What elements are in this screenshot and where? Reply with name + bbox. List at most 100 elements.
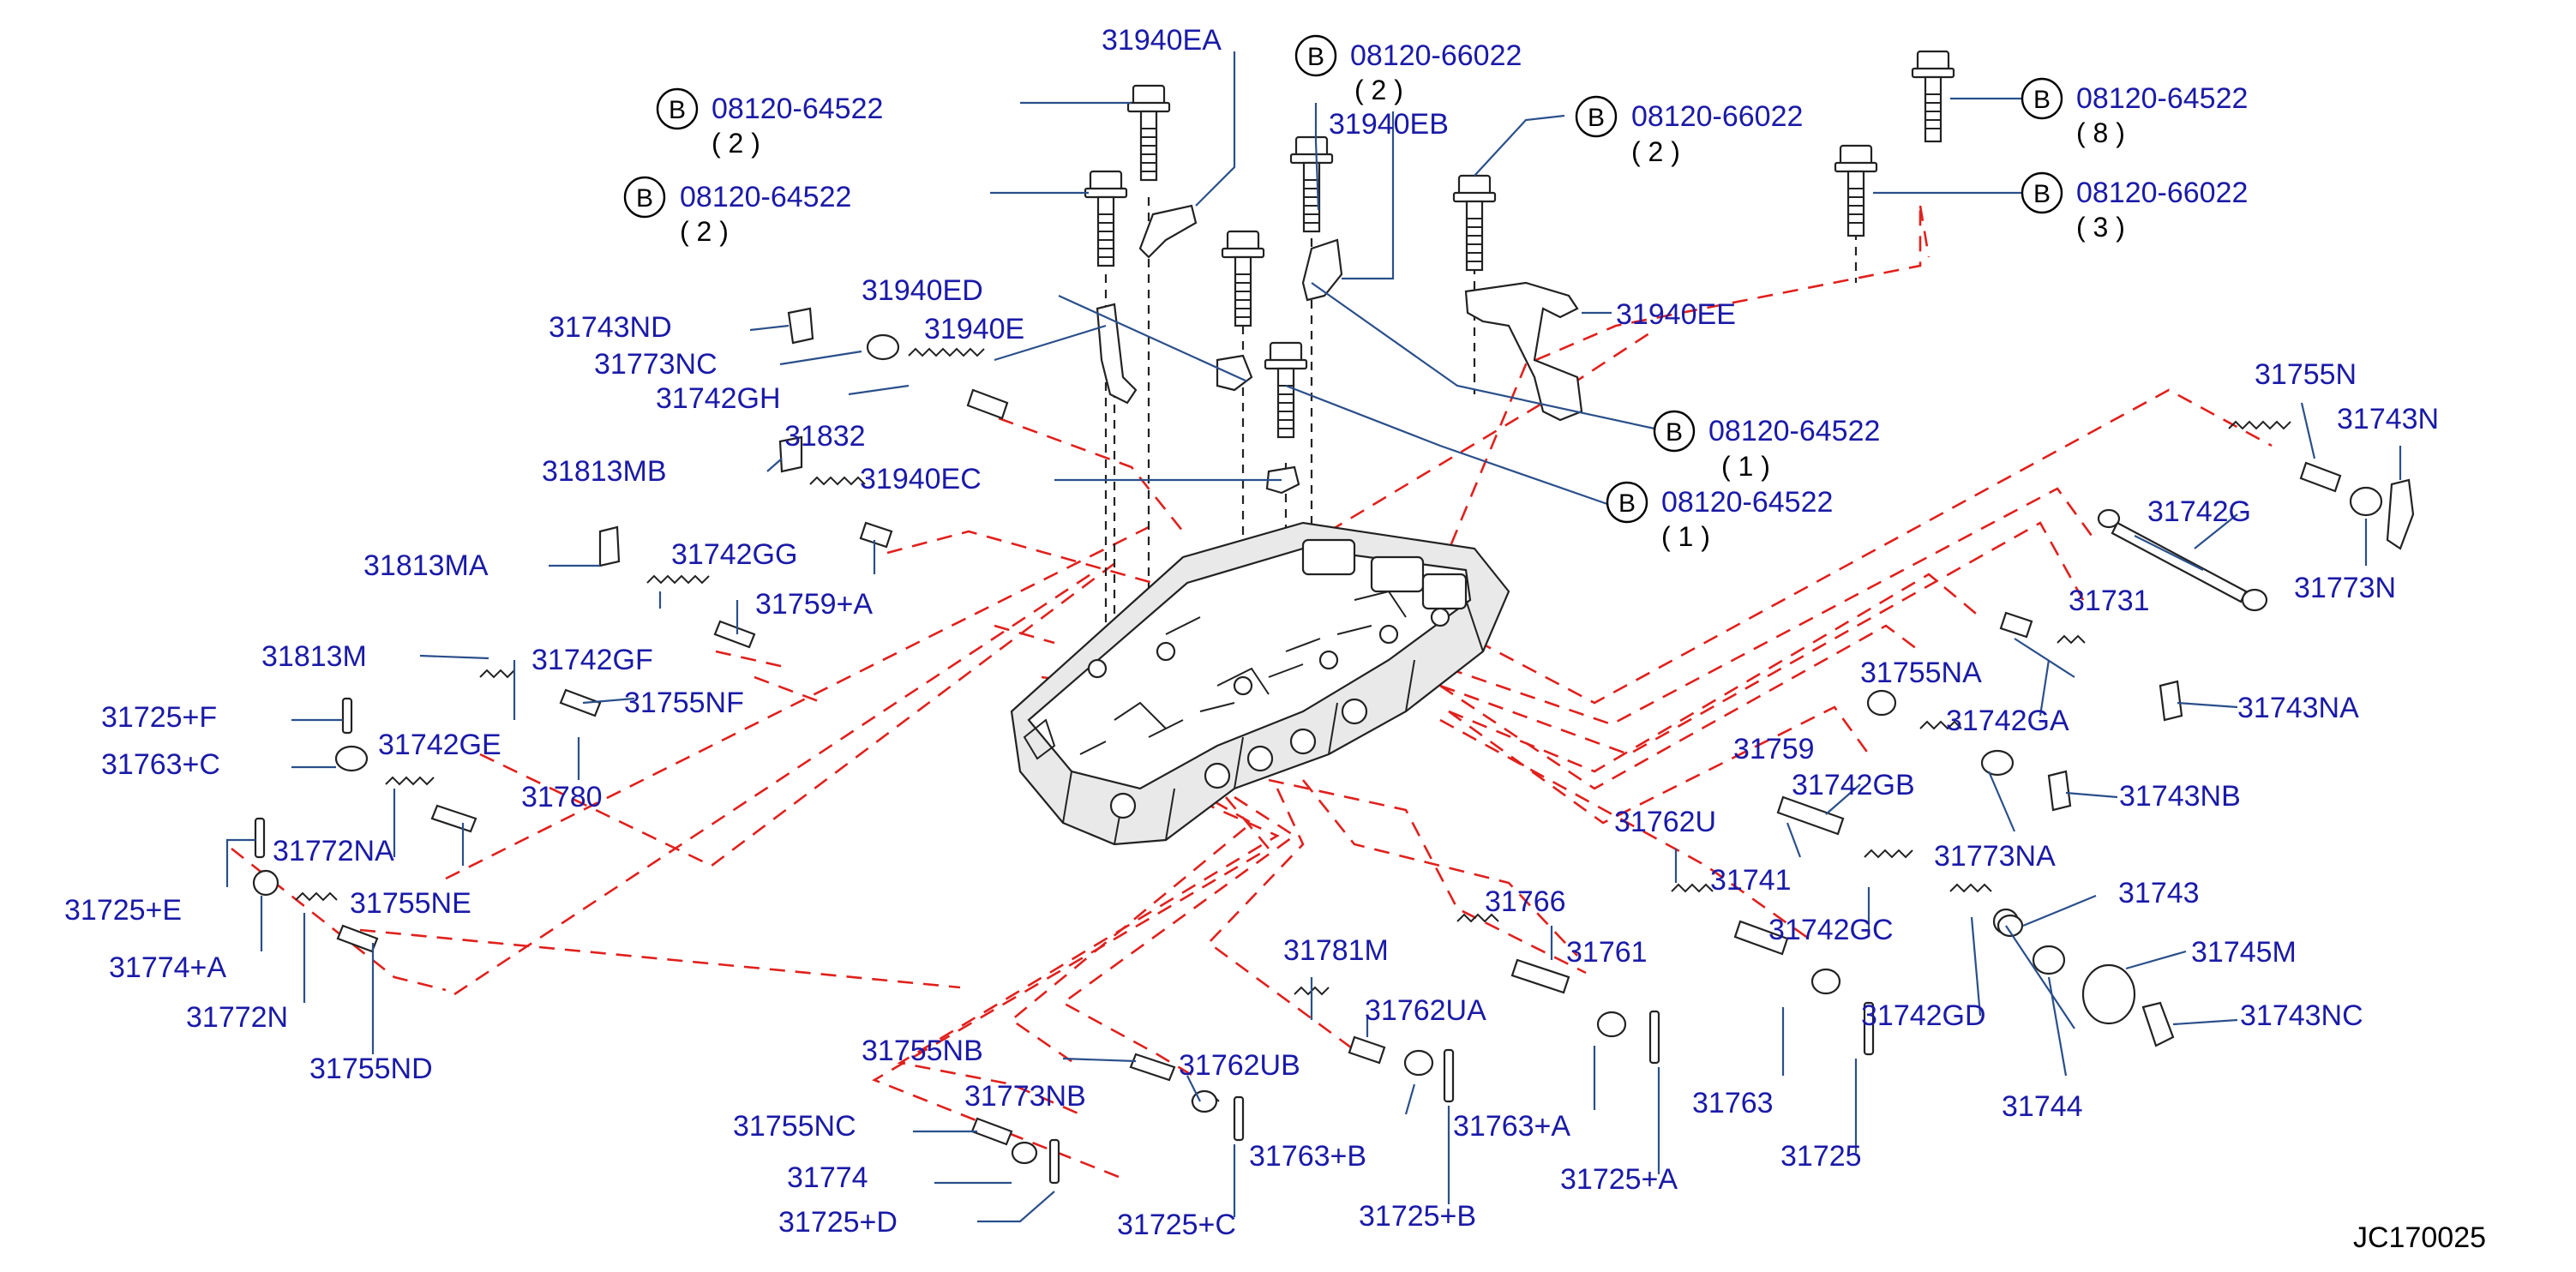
bolt-marker-circle <box>1294 34 1337 77</box>
part-label: 31761 <box>1566 936 1648 969</box>
part-label: 31744 <box>2002 1090 2083 1123</box>
bolt-marker-circle <box>2021 171 2063 214</box>
part-label: 31745M <box>2191 936 2297 969</box>
part-label: 31940ED <box>862 274 983 307</box>
part-label: 31773NB <box>964 1080 1086 1113</box>
part-label: 31755NF <box>624 687 744 719</box>
part-label: 31742GG <box>671 538 797 571</box>
part-label: 31940E <box>924 313 1024 345</box>
bolt-quantity: ( 2 ) <box>1631 136 1680 167</box>
part-label: 31773NC <box>594 348 718 381</box>
part-label: 31742GB <box>1792 769 1915 801</box>
bolt-quantity: ( 2 ) <box>1354 75 1403 105</box>
bolt-marker: B <box>1307 43 1324 71</box>
small-parts <box>252 333 2383 1185</box>
bolt-quantity: ( 2 ) <box>712 128 760 159</box>
part-label: 31725 <box>1780 1140 1862 1173</box>
bolt-icon <box>1452 174 1497 272</box>
part-label: 31742GA <box>1946 705 2069 737</box>
bolt-marker: B <box>2033 86 2051 114</box>
assembly-dashed-lines <box>231 205 2273 1180</box>
bolt-icon <box>1264 341 1308 439</box>
part-label: 31725+E <box>64 894 182 927</box>
part-label: 31763+B <box>1249 1140 1366 1173</box>
part-label: 31773NA <box>1934 840 2056 873</box>
bolt-part-number: 08120-66022 <box>2076 177 2248 209</box>
brackets <box>598 204 2415 1047</box>
bolt-marker-circle <box>1575 95 1618 138</box>
bolt-part-number: 08120-64522 <box>712 93 883 125</box>
control-valve-body <box>1010 521 1510 846</box>
part-label: 31755NB <box>862 1035 983 1067</box>
part-label: 31725+F <box>101 701 217 734</box>
part-label: 31813MA <box>363 549 489 582</box>
part-label: 31742GF <box>531 644 653 676</box>
part-labels: 31940EA 31940EB 31940ED 31940E 31940EE 3… <box>64 24 2439 1241</box>
part-label: 31755ND <box>309 1053 433 1085</box>
bolt-icon <box>1911 50 1955 143</box>
part-label: 31743NC <box>2240 999 2363 1032</box>
part-label: 31763+A <box>1453 1110 1570 1143</box>
bolt-quantity: ( 1 ) <box>1721 451 1770 482</box>
part-label: 31725+B <box>1359 1200 1476 1233</box>
part-label: 31742GE <box>378 729 501 761</box>
bolt-marker: B <box>636 184 653 213</box>
bolt-part-number: 08120-64522 <box>1661 486 1833 519</box>
bolt-part-number: 08120-66022 <box>1350 39 1522 72</box>
part-label: 31762UA <box>1365 994 1486 1027</box>
part-label: 31940EE <box>1616 298 1736 331</box>
part-label: 31772NA <box>273 835 394 867</box>
part-label: 31741 <box>1710 864 1792 897</box>
part-label: 31940EB <box>1329 108 1449 141</box>
bolt-callout: B 08120-64522 ( 1 ) <box>1653 410 1880 482</box>
part-label: 31772N <box>186 1001 288 1034</box>
part-label: 31762UB <box>1179 1049 1300 1082</box>
part-label: 31762U <box>1614 806 1716 838</box>
bolt-callout: B 08120-64522 ( 1 ) <box>1606 481 1833 552</box>
bolt-quantity: ( 8 ) <box>2076 117 2125 148</box>
bolt-callouts: B 08120-64522 ( 2 ) B 08120-64522 ( 2 ) … <box>623 34 2248 552</box>
part-label: 31742GC <box>1768 914 1894 946</box>
part-label: 31763+C <box>101 748 220 781</box>
bolt-marker-circle <box>1653 410 1696 453</box>
part-label: 31759 <box>1733 733 1815 765</box>
part-label: 31743NA <box>2237 692 2359 724</box>
bolt-marker-circle <box>623 176 666 219</box>
bolt-marker-circle <box>656 87 699 130</box>
bolt-marker: B <box>669 96 686 124</box>
bolt-quantity: ( 3 ) <box>2076 212 2125 243</box>
part-label: 31763 <box>1692 1087 1774 1119</box>
leader-lines <box>225 51 2402 1223</box>
bolt-marker-circle <box>2021 77 2063 120</box>
bolt-icon <box>1221 230 1265 327</box>
bolt-callout: B 08120-66022 ( 3 ) <box>2021 171 2248 243</box>
part-label: 31743NB <box>2119 780 2241 813</box>
bolt-callout: B 08120-64522 ( 8 ) <box>2021 77 2248 148</box>
part-label: 31725+A <box>1560 1163 1678 1196</box>
bolt-part-number: 08120-64522 <box>2076 82 2248 115</box>
bolt-callout: B 08120-66022 ( 2 ) <box>1575 95 1803 167</box>
part-label: 31743 <box>2118 877 2200 909</box>
part-label: 31743ND <box>549 311 672 344</box>
part-label: 31755NE <box>350 887 471 920</box>
part-label: 31742GD <box>1861 999 1986 1032</box>
part-label: 31781M <box>1283 934 1389 967</box>
part-label: 31731 <box>2069 585 2150 617</box>
part-label: 31742GH <box>656 382 781 415</box>
diagram-code: JC170025 <box>2353 1221 2486 1254</box>
part-label: 31755NA <box>1860 657 1982 689</box>
part-label: 31813MB <box>542 455 667 488</box>
bolt-quantity: ( 2 ) <box>680 216 729 247</box>
part-label: 31940EA <box>1102 24 1222 57</box>
part-label: 31774 <box>787 1161 868 1194</box>
part-label: 31773N <box>2294 572 2396 604</box>
bolt-icon <box>1834 144 1878 237</box>
bolt-icon <box>1126 84 1171 182</box>
bolt-icon <box>1289 135 1334 233</box>
bolt-quantity: ( 1 ) <box>1661 521 1710 552</box>
part-label: 31743N <box>2337 403 2439 435</box>
part-label: 31755NC <box>733 1110 856 1143</box>
bolt-callout: B 08120-64522 ( 2 ) <box>656 87 883 159</box>
bolt-callout: B 08120-66022 ( 2 ) <box>1294 34 1522 105</box>
